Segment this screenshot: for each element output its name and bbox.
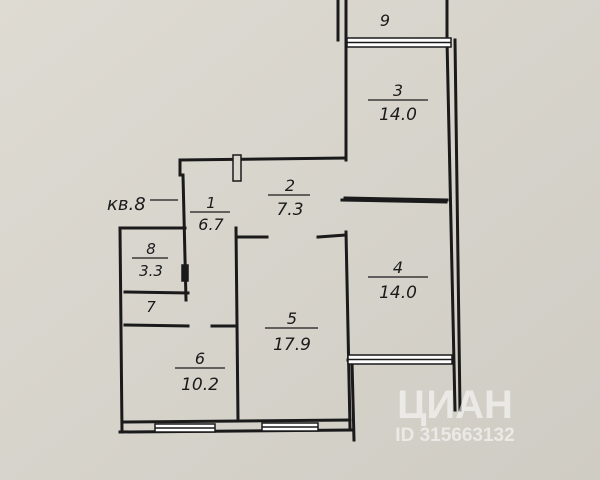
vent-block [232, 154, 242, 182]
room-3-number: 3 [393, 81, 403, 100]
room-4-area: 14.0 [379, 283, 417, 303]
room-3-area: 14.0 [379, 105, 417, 125]
watermark-brand: ЦИАН [397, 383, 513, 427]
room-4-number: 4 [393, 258, 403, 277]
room-6-area: 10.2 [181, 375, 219, 395]
room-1-area: 6.7 [198, 215, 224, 234]
room-8-number: 7 [146, 298, 156, 316]
windows [154, 37, 453, 433]
room-labels [132, 99, 428, 369]
room-5-area: 17.9 [273, 335, 311, 355]
room-1-number: 1 [206, 194, 216, 212]
door-marker [181, 264, 189, 282]
room-8-number-top: 8 [146, 240, 156, 258]
room-2-number: 2 [285, 176, 295, 195]
room-6-number: 6 [195, 349, 205, 368]
room-9-number: 9 [380, 11, 390, 30]
apartment-label: кв.8 [107, 194, 146, 215]
watermark-id: ID 315663132 [395, 425, 514, 446]
room-8-area: 3.3 [139, 262, 163, 280]
watermark: ЦИАН ID 315663132 [395, 383, 514, 446]
walls [118, 0, 462, 442]
room-5-number: 5 [287, 309, 297, 328]
room-2-area: 7.3 [276, 200, 303, 220]
